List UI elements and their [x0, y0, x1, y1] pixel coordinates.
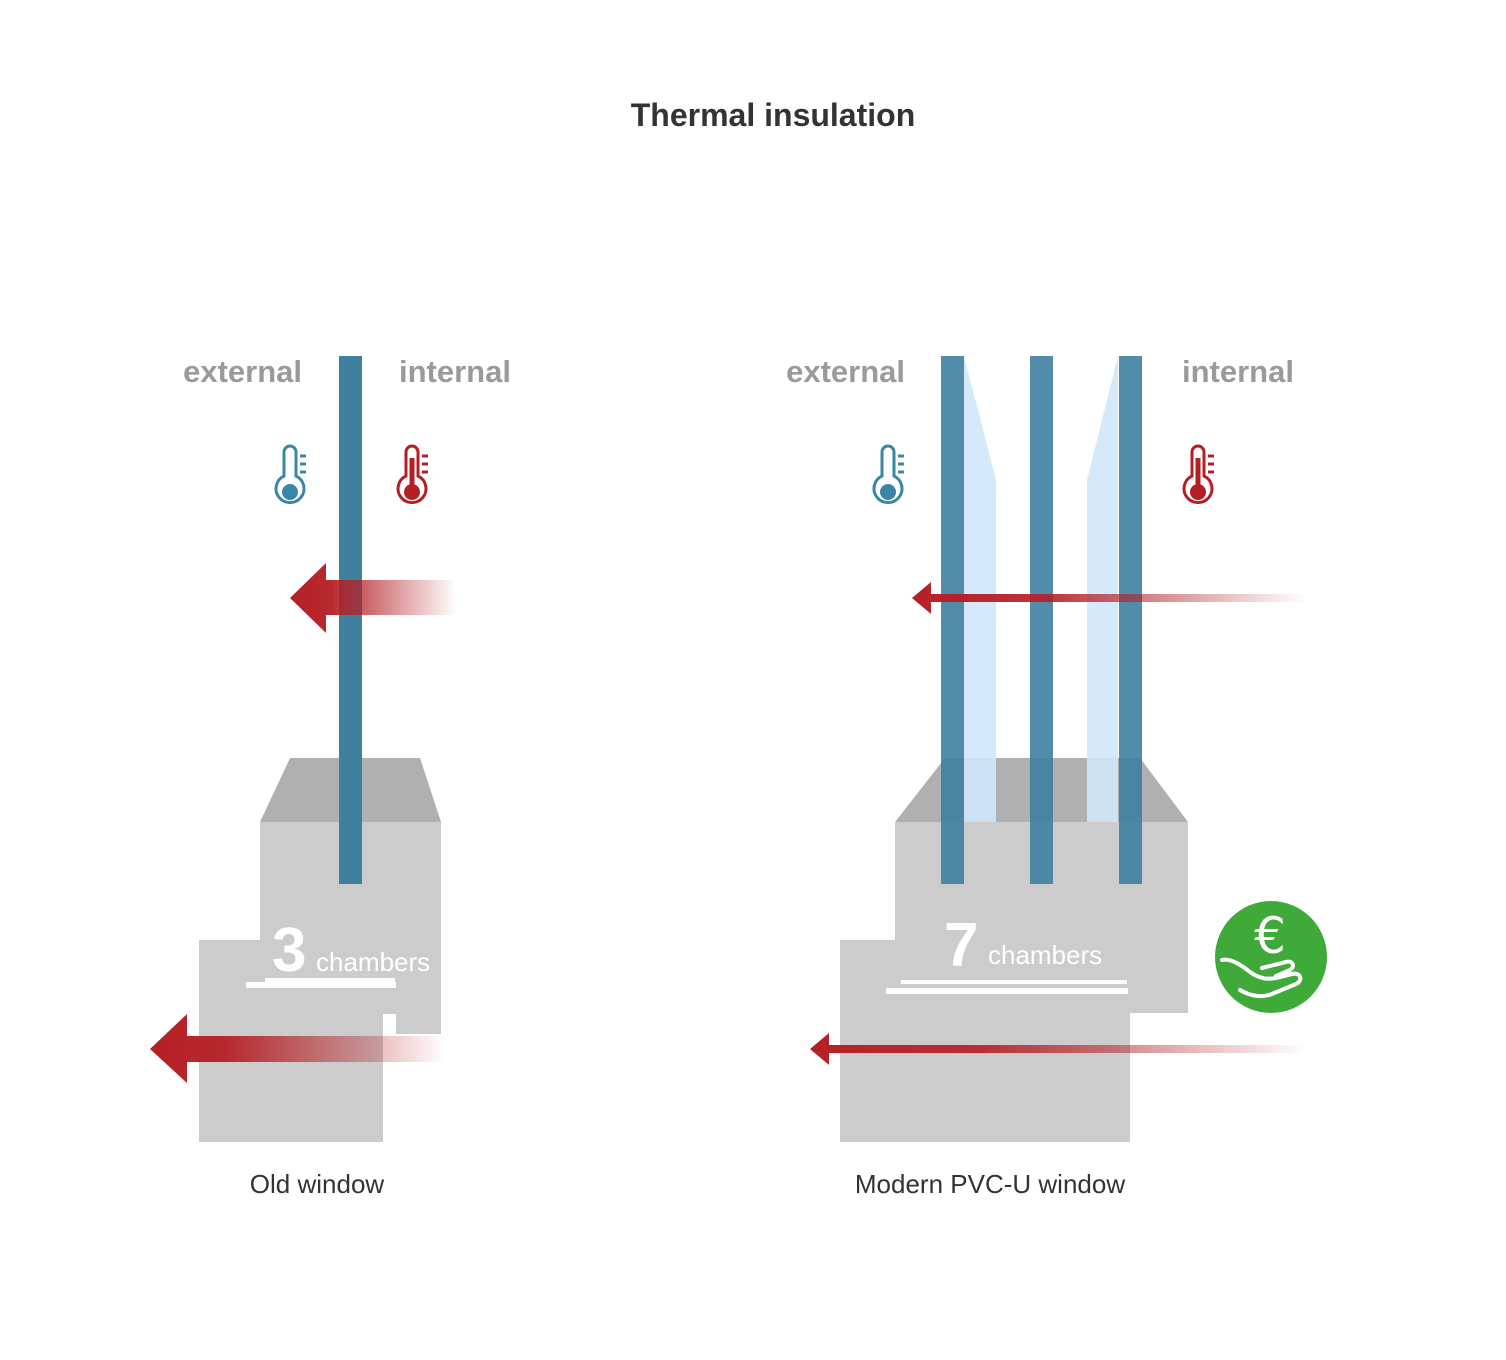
modern-heat-arrow-upper	[912, 582, 1306, 614]
old-chambers-word: chambers	[316, 947, 430, 977]
modern-external-label: external	[786, 354, 905, 389]
diagram-title: Thermal insulation	[631, 97, 915, 133]
thermometer-warm-icon	[396, 444, 428, 505]
modern-glass-pane-2	[1030, 356, 1053, 884]
old-chambers-number: 3	[272, 916, 306, 985]
old-frame-notch	[246, 940, 266, 980]
modern-frame-notch	[886, 940, 906, 986]
euro-hand-savings-icon: €	[1215, 901, 1327, 1013]
modern-frame-gap	[886, 988, 1128, 994]
modern-heat-arrow-lower	[810, 1033, 1306, 1065]
modern-cavity-left	[964, 356, 996, 822]
thermometer-cold-icon	[274, 444, 306, 505]
old-heat-arrow-upper	[290, 563, 456, 633]
modern-chambers-underline	[901, 980, 1127, 984]
modern-glass-pane-1	[941, 356, 964, 884]
old-internal-label: internal	[399, 354, 511, 389]
thermometer-warm-icon	[1182, 444, 1214, 505]
old-chambers-underline	[265, 978, 395, 982]
old-frame-gap	[246, 982, 396, 988]
old-glass-pane	[339, 356, 362, 884]
modern-cavity-right	[1087, 356, 1118, 822]
euro-symbol: €	[1254, 907, 1286, 965]
modern-window-panel: external internal 7 chambers	[786, 354, 1327, 1199]
modern-chambers-number: 7	[944, 911, 978, 980]
modern-window-caption: Modern PVC-U window	[855, 1169, 1125, 1199]
modern-glass-pane-3	[1119, 356, 1142, 884]
old-external-label: external	[183, 354, 302, 389]
old-window-caption: Old window	[250, 1169, 385, 1199]
thermometer-cold-icon	[872, 444, 904, 505]
old-heat-arrow-lower	[150, 1014, 446, 1083]
modern-internal-label: internal	[1182, 354, 1294, 389]
old-window-panel: external internal 3 chambers Old window	[150, 354, 511, 1199]
modern-chambers-word: chambers	[988, 940, 1102, 970]
